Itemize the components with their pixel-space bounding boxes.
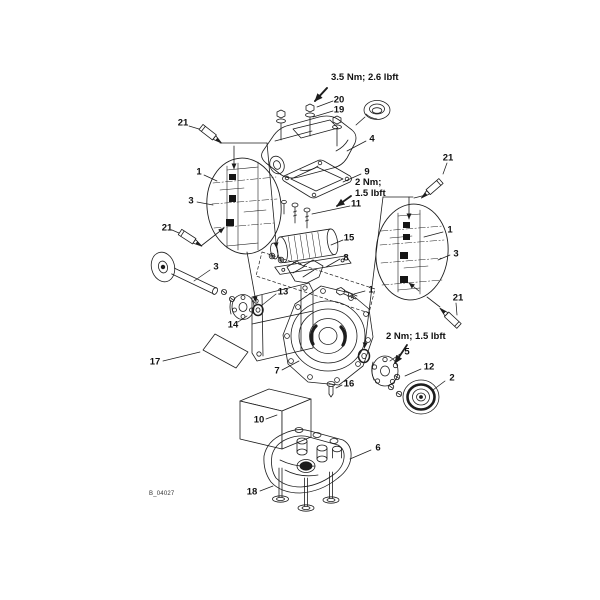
torque-note-mid-line1: 2 Nm; (355, 177, 382, 188)
label-plate (202, 333, 249, 369)
callout-21-mid-left: 21 (161, 222, 173, 234)
bearing-hub-right (371, 355, 399, 387)
callout-8: 8 (343, 252, 349, 264)
callout-5: 5 (404, 346, 410, 358)
callout-20: 20 (333, 94, 345, 106)
callout-1-right-balloon: 1 (447, 224, 453, 236)
diaphragm-kit-box (239, 388, 312, 450)
callout-1-left-balloon: 1 (196, 166, 202, 178)
callout-7: 7 (274, 365, 280, 377)
eccentric-disc (150, 251, 176, 283)
callout-14: 14 (227, 319, 239, 331)
callout-3-right-balloon: 3 (453, 248, 459, 260)
sealant-pen-icon (198, 124, 222, 144)
callout-1-bolt: 1 (368, 284, 374, 296)
main-housing (251, 252, 374, 386)
torque-note-mid-line2: 1.5 lbft (355, 187, 386, 199)
torque-note-top: 3.5 Nm; 2.6 lbft (331, 72, 399, 83)
stud-nut-washer-stacks (276, 103, 342, 147)
lower-housing (263, 427, 352, 494)
shaft (171, 267, 218, 295)
manifold-cover (261, 115, 357, 179)
hub-screws-right (387, 373, 403, 398)
seal-washer-right (357, 348, 371, 364)
sealant-pen-icon (420, 178, 444, 199)
detail-balloon-left (200, 142, 282, 303)
torque-arrow-top (314, 87, 328, 102)
callout-10: 10 (253, 414, 265, 426)
callout-15: 15 (343, 232, 355, 244)
callout-12: 12 (423, 361, 435, 373)
callout-4: 4 (369, 133, 375, 145)
detail-balloon-right (362, 194, 449, 349)
gasket (282, 159, 352, 199)
torque-arrow-right (394, 344, 408, 364)
callout-6: 6 (375, 442, 381, 454)
callout-9: 9 (364, 166, 370, 178)
callout-2: 2 (449, 372, 455, 384)
callout-18: 18 (246, 486, 258, 498)
callout-13: 13 (277, 286, 289, 298)
sealant-pen-icon (177, 228, 203, 247)
callout-3-left-balloon: 3 (188, 195, 194, 207)
seal-ring (355, 100, 391, 126)
hub-screws-left (220, 288, 235, 302)
bearing-hub-left (229, 294, 255, 320)
figure-id: B_04027 (149, 491, 175, 497)
callout-11: 11 (350, 198, 362, 210)
callout-21-top-right: 21 (442, 152, 454, 164)
callout-19: 19 (333, 104, 345, 116)
pulley-bearing (402, 379, 440, 415)
callout-21-top-left: 21 (177, 117, 189, 129)
foot-screws (272, 467, 340, 512)
torque-arrow-mid (336, 195, 352, 207)
hex-bolt (336, 287, 358, 300)
callout-3-shaft: 3 (213, 261, 219, 273)
seal-washer-left (252, 303, 264, 317)
callout-21-bottom-right: 21 (452, 292, 464, 304)
callout-17: 17 (149, 356, 161, 368)
plug-screw (326, 381, 336, 398)
callout-16: 16 (343, 378, 355, 390)
sealant-pen-icon (439, 307, 462, 329)
valve-bracket (286, 259, 324, 284)
torque-note-mid: 2 Nm; 1.5 lbft (355, 177, 386, 200)
air-valve (270, 228, 352, 275)
valve-screws (281, 199, 311, 229)
torque-note-right: 2 Nm; 1.5 lbft (386, 331, 446, 342)
